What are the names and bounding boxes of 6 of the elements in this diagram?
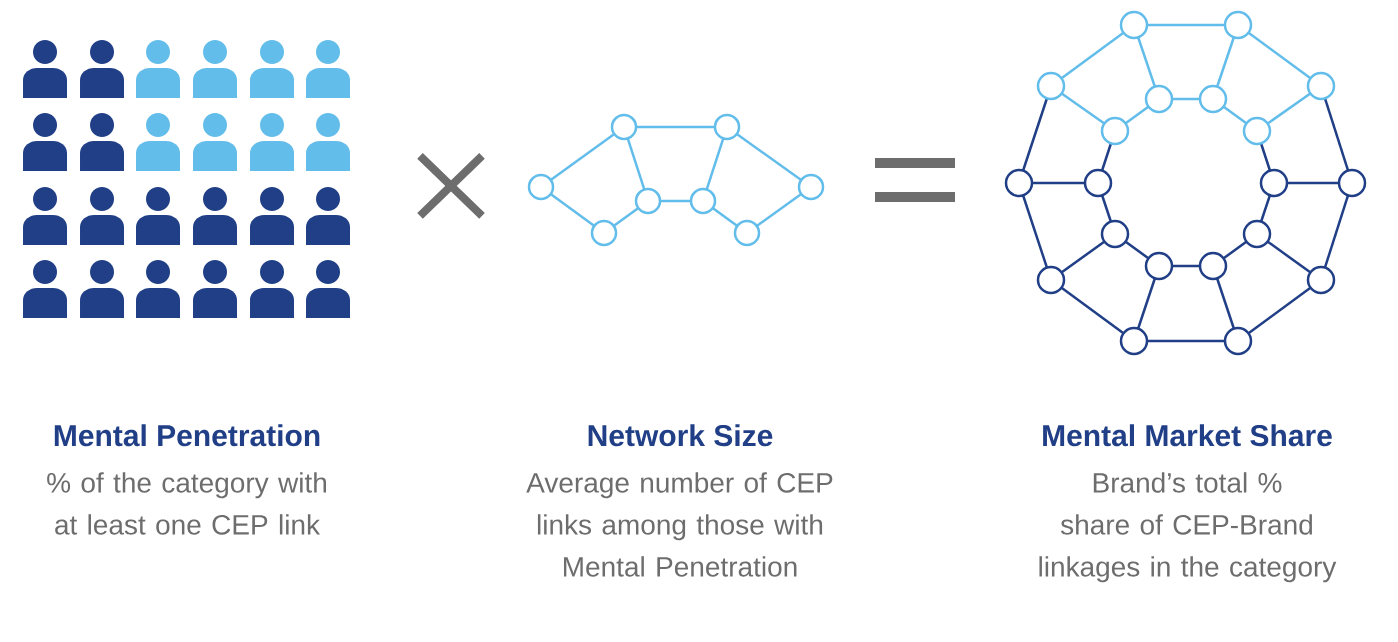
heading: Network Size	[588, 424, 773, 447]
description: Brand’s total % share of CEP-Brand linkages in the category	[1039, 472, 1337, 583]
description: Average number of CEP links among those with Mental Penetration	[526, 472, 833, 577]
heading: Mental Penetration	[54, 424, 320, 447]
description: % of the category with at least one CEP link	[47, 472, 326, 535]
heading: Mental Market Share	[1043, 424, 1332, 447]
